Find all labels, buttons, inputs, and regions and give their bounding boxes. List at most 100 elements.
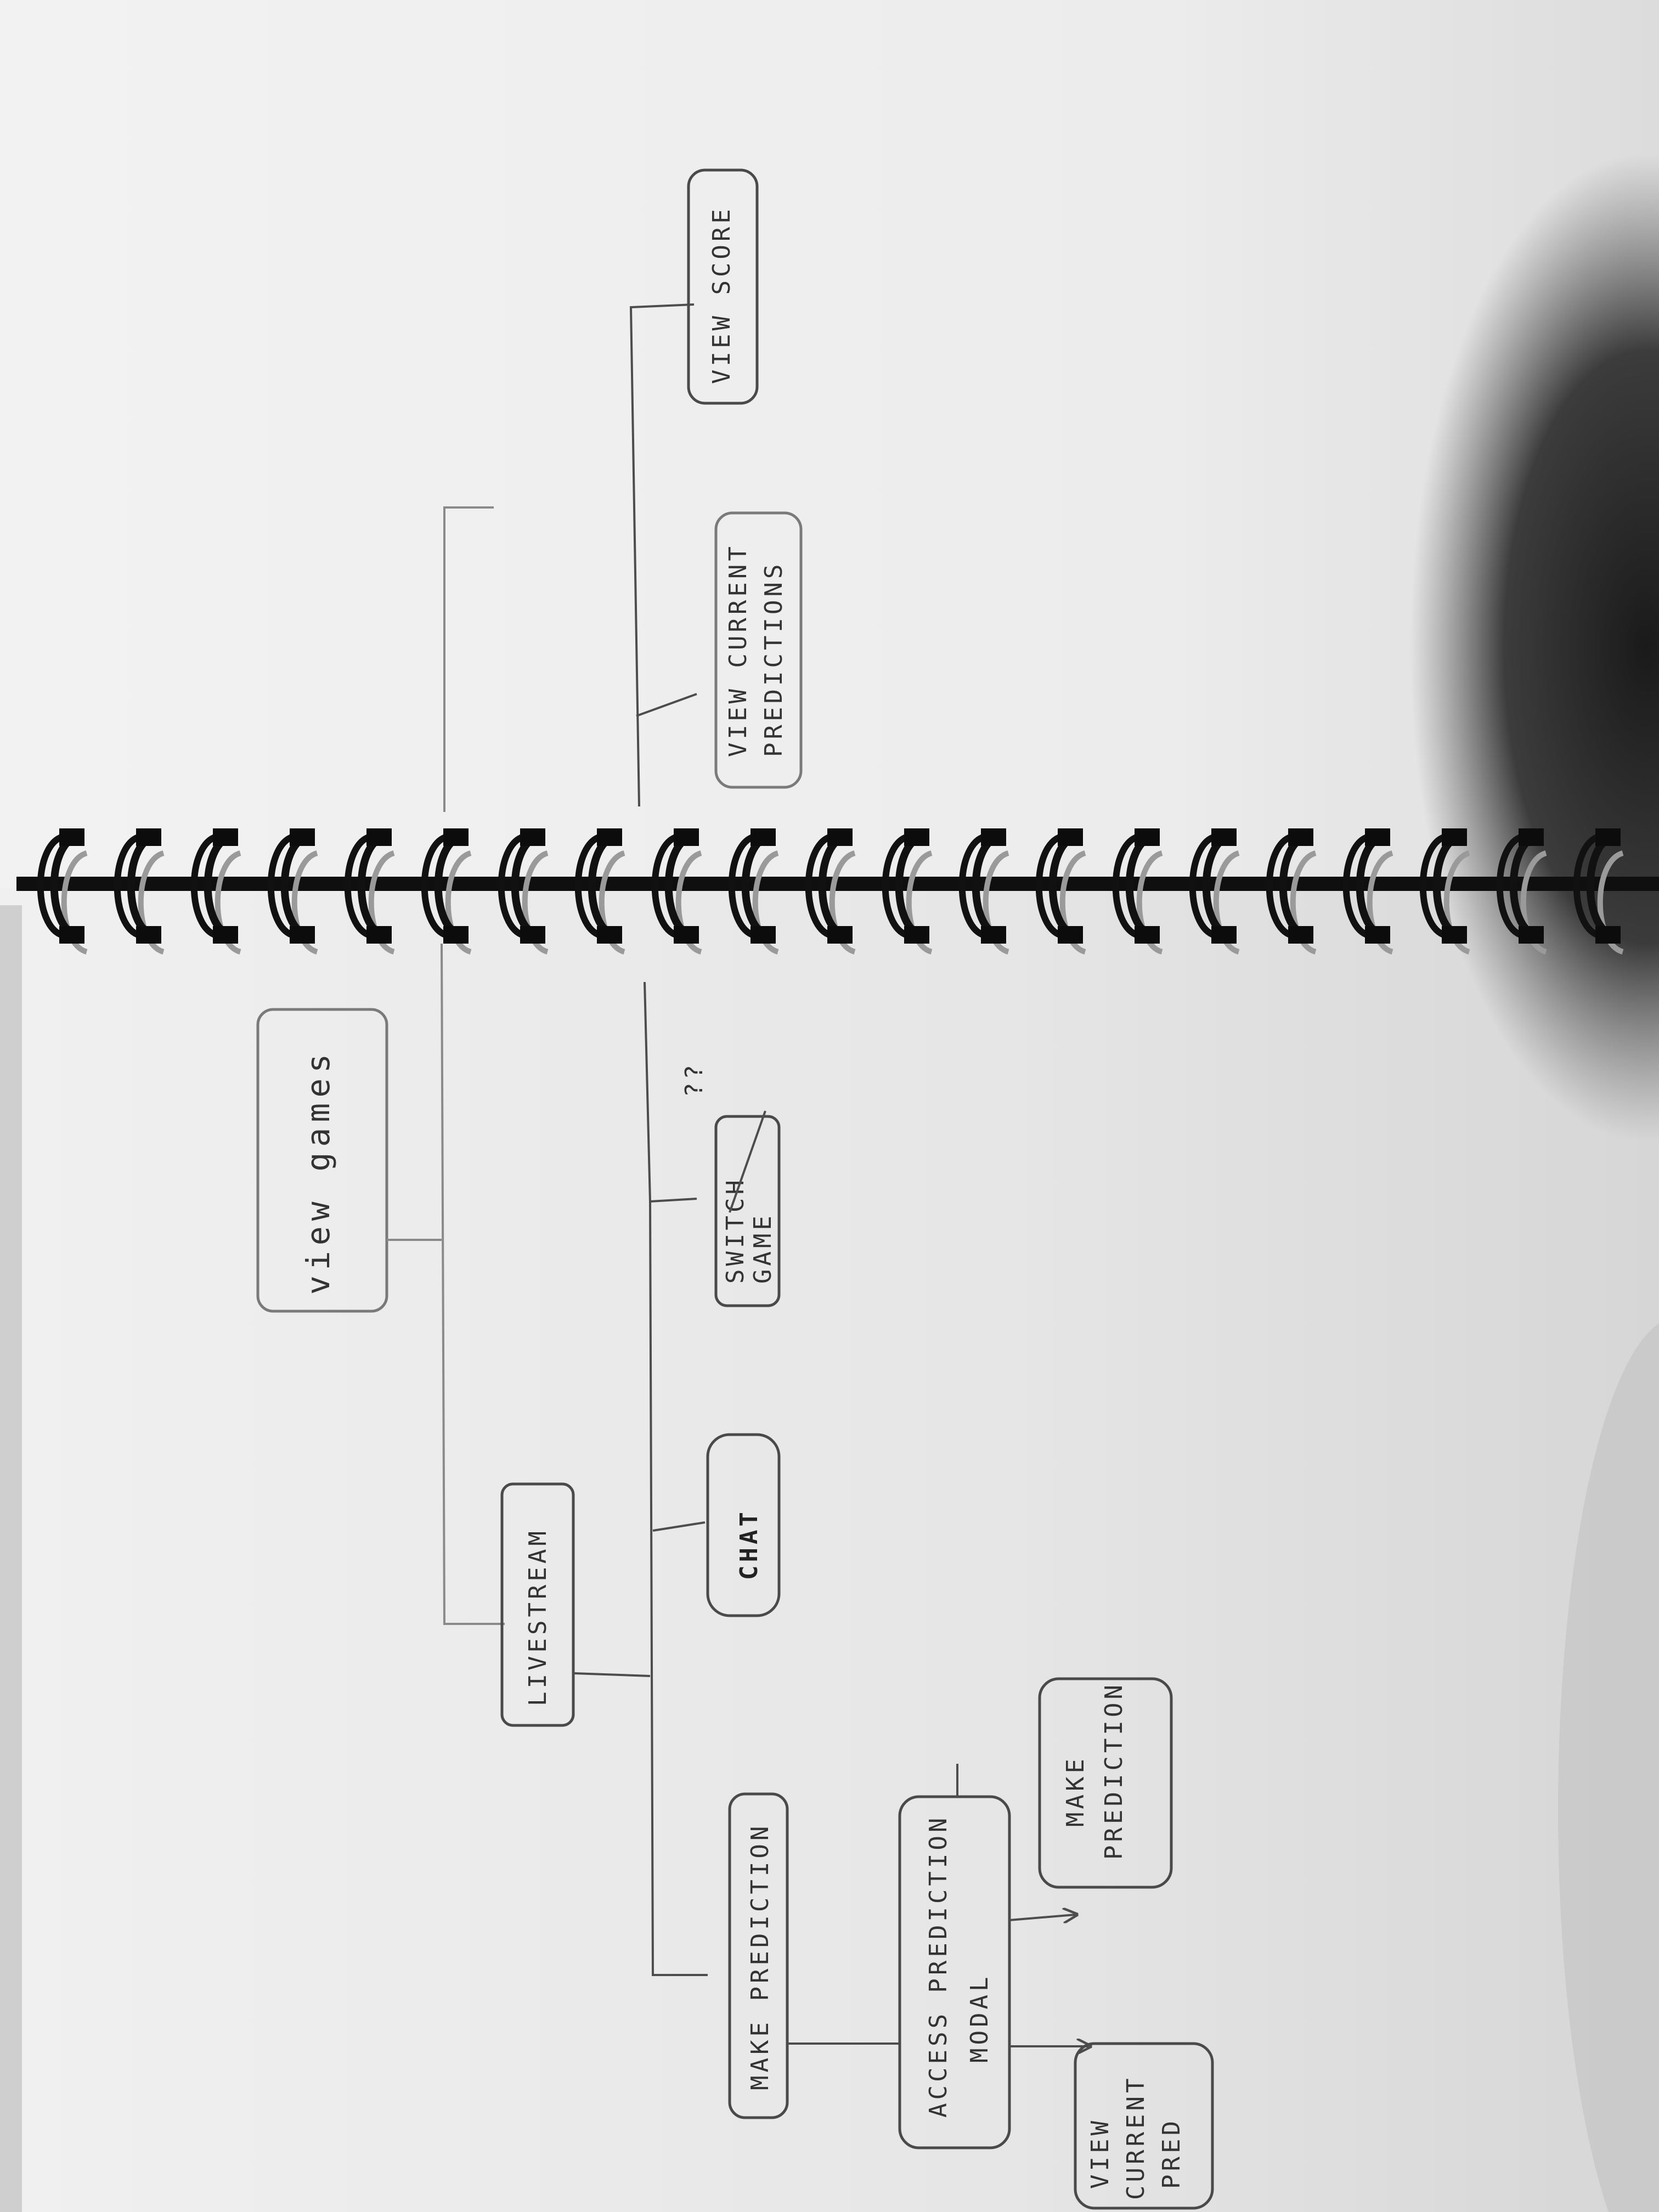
spiral-binding [16, 828, 1659, 955]
binding-coil [1342, 833, 1370, 939]
node-access-modal-label-2: MODAL [966, 1974, 994, 2063]
binding-coil-cap [1135, 926, 1160, 944]
node-view-pred-label-1: VIEW [1086, 2118, 1114, 2189]
binding-coil-cap [981, 828, 1006, 846]
node-view-current-label-2: PREDICTIONS [760, 561, 788, 757]
binding-coil [421, 833, 449, 939]
binding-coil-cap [1135, 828, 1160, 846]
binding-coils [37, 828, 1624, 955]
binding-coil [728, 833, 756, 939]
binding-coil-cap [443, 926, 469, 944]
binding-coil-cap [904, 828, 929, 846]
binding-coil-shadow [215, 850, 241, 955]
binding-coil-cap [1288, 926, 1313, 944]
binding-coil-cap [520, 828, 545, 846]
binding-coil-cap [443, 828, 469, 846]
node-switch-game-mark: ?? [680, 1062, 708, 1097]
node-livestream-box [500, 1482, 575, 1727]
binding-coil-shadow [829, 850, 856, 955]
binding-coil [37, 833, 65, 939]
page-left-edge [0, 905, 22, 2212]
binding-coil [958, 833, 986, 939]
binding-coil [1573, 833, 1601, 939]
binding-coil-shadow [675, 850, 702, 955]
edge-top-bracket [443, 506, 494, 812]
edge-chat [652, 1521, 706, 1532]
node-chat-label: CHAT [735, 1509, 763, 1580]
binding-coil [1035, 833, 1063, 939]
node-view-games-label: view games [300, 1048, 337, 1295]
binding-coil [1189, 833, 1217, 939]
node-view-pred-box [1074, 2042, 1214, 2210]
binding-coil [882, 833, 910, 939]
binding-coil-shadow [983, 850, 1009, 955]
binding-coil-shadow [61, 850, 88, 955]
binding-coil-cap [59, 828, 84, 846]
hand-shadow-lower [1558, 1323, 1659, 2212]
binding-coil [344, 833, 372, 939]
binding-coil-cap [1519, 828, 1544, 846]
binding-coil-cap [1058, 828, 1083, 846]
node-make-prediction-box [728, 1792, 789, 2119]
binding-coil-shadow [1597, 850, 1624, 955]
binding-coil-cap [827, 828, 853, 846]
binding-coil-shadow [1213, 850, 1240, 955]
binding-coil-cap [290, 926, 315, 944]
binding-coil-shadow [1443, 850, 1470, 955]
node-view-score-box [687, 168, 759, 405]
binding-coil [574, 833, 602, 939]
binding-coil-shadow [1520, 850, 1547, 955]
binding-coil-shadow [522, 850, 549, 955]
edge-to-view-current [636, 693, 697, 717]
binding-coil [805, 833, 833, 939]
binding-coil [267, 833, 295, 939]
node-view-pred-label-3: PRED [1158, 2118, 1186, 2189]
node-view-current-label-1: VIEW CURRENT [724, 543, 752, 757]
binding-coil-shadow [445, 850, 472, 955]
binding-coil-cap [981, 926, 1006, 944]
page-bottom [0, 889, 1659, 2212]
edge-livestream-out [573, 1672, 651, 1677]
binding-coil-cap [1058, 926, 1083, 944]
node-access-modal-label-1: ACCESS PREDICTION [924, 1815, 952, 2118]
binding-coil-shadow [599, 850, 625, 955]
binding-coil-cap [366, 828, 392, 846]
binding-coil-cap [1365, 926, 1390, 944]
edge-to-make-sub [1009, 1915, 1075, 1920]
binding-coil-cap [674, 926, 699, 944]
binding-coil-cap [213, 828, 238, 846]
binding-coil-cap [1211, 828, 1237, 846]
binding-coil-cap [751, 926, 776, 944]
hand-shadow [1410, 154, 1659, 1141]
switch-game-strike [729, 1110, 766, 1213]
node-switch-game-box [714, 1115, 781, 1307]
binding-coil-cap [1442, 828, 1467, 846]
binding-coil-cap [751, 828, 776, 846]
binding-coil-shadow [1059, 850, 1086, 955]
edge-switch-game [650, 1198, 697, 1203]
binding-coil [651, 833, 679, 939]
node-access-modal-box [898, 1795, 1011, 2149]
binding-coil-shadow [1367, 850, 1393, 955]
binding-coil-cap [290, 828, 315, 846]
node-make-sub-label-2: PREDICTION [1100, 1681, 1128, 1860]
node-livestream-label: LIVESTREAM [524, 1528, 552, 1706]
node-chat-box [706, 1433, 781, 1617]
binding-coil-cap [597, 828, 622, 846]
binding-coil-cap [1595, 926, 1621, 944]
binding-coil-cap [213, 926, 238, 944]
binding-coil-shadow [906, 850, 933, 955]
binding-coil [498, 833, 526, 939]
binding-coil-cap [1519, 926, 1544, 944]
edge-top-trunk [441, 943, 505, 1625]
binding-coil-cap [827, 926, 853, 944]
binding-coil [1496, 833, 1524, 939]
binding-coil [1266, 833, 1294, 939]
binding-coil-cap [136, 828, 161, 846]
binding-coil-cap [674, 828, 699, 846]
binding-coil-shadow [1136, 850, 1163, 955]
binding-coil-shadow [291, 850, 318, 955]
node-view-games-box [256, 1008, 388, 1313]
node-make-sub-label-1: MAKE [1062, 1756, 1090, 1827]
